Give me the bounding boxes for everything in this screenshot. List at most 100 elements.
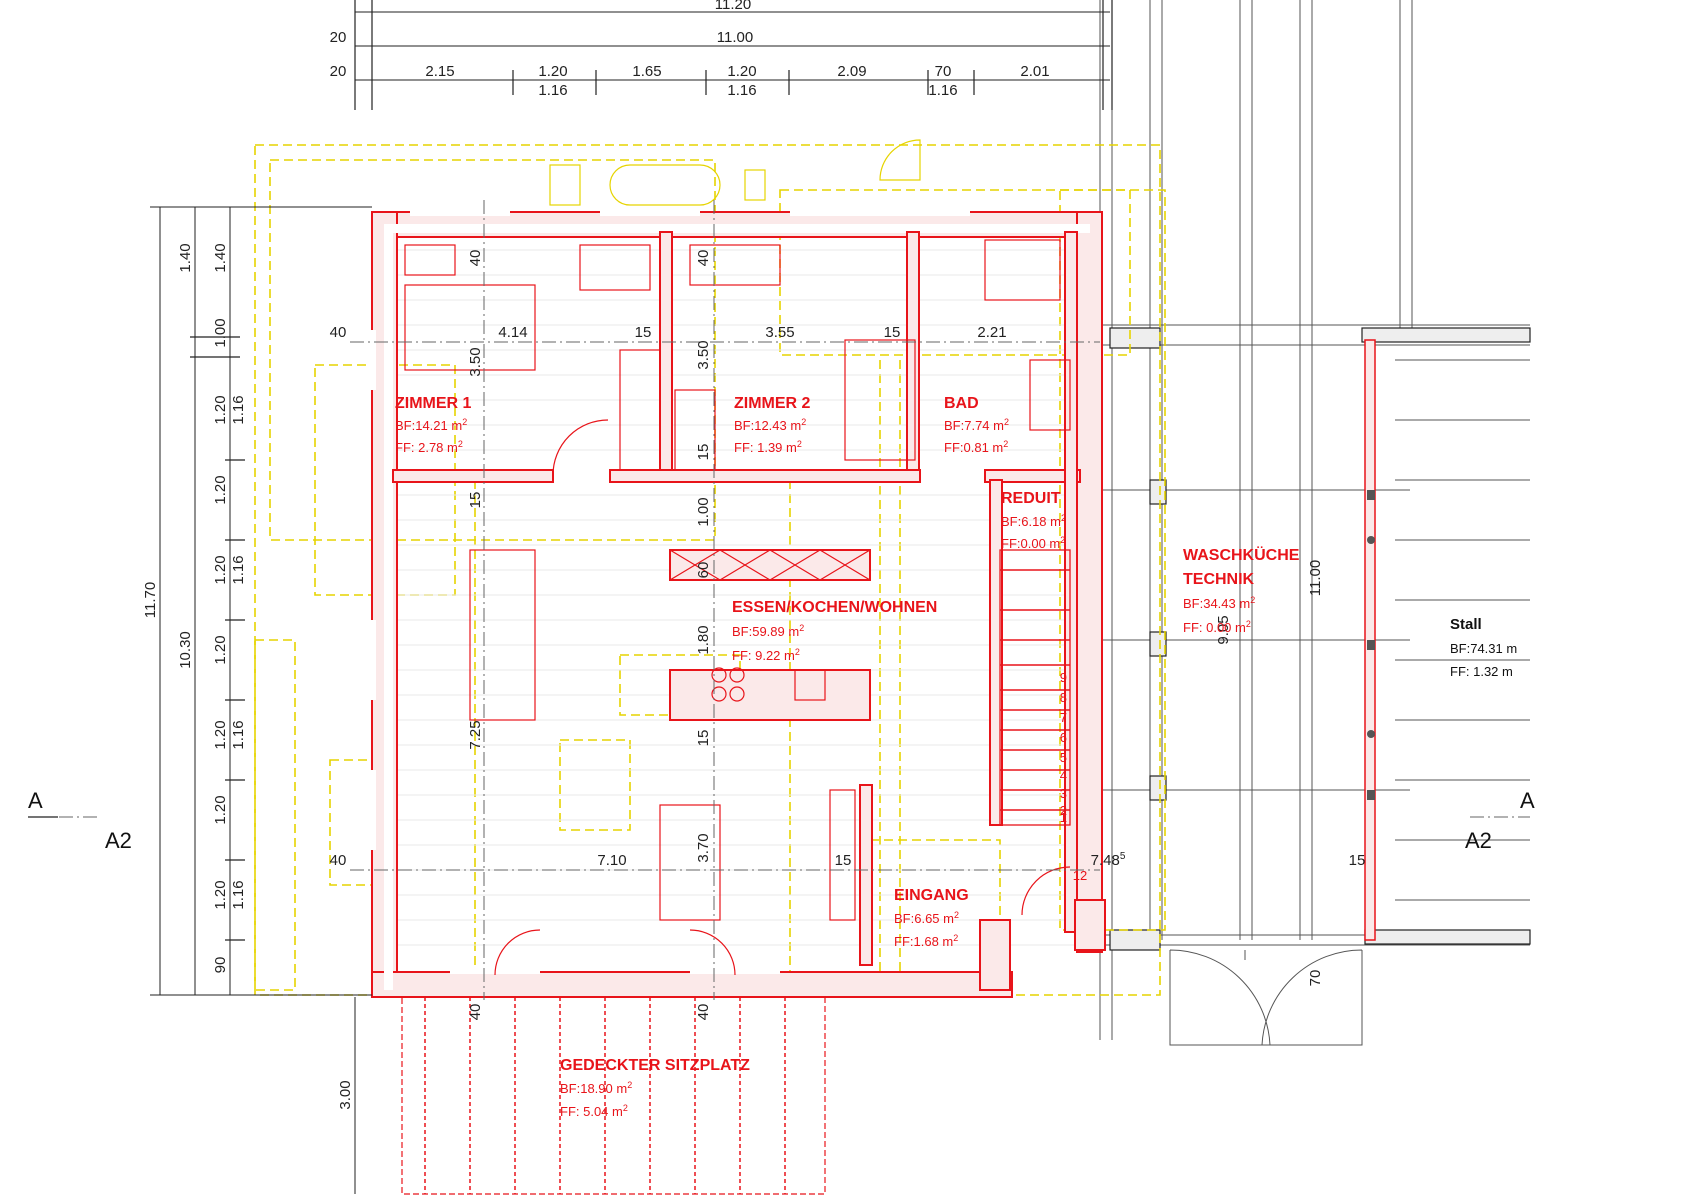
room-ff-zimmer1: FF: 2.78 m2 [395, 439, 463, 455]
room-label-waschkueche: WASCHKÜCHE TECHNIK BF:34.43 m2 FF: 0.00 … [1183, 545, 1300, 635]
dim-wall-15d: 15 [695, 444, 712, 461]
room-bf-bad-sup: 2 [1004, 417, 1009, 427]
dim-zimmer2-width: 3.55 [765, 324, 794, 341]
dim-zimmer2-depth: 3.50 [695, 340, 712, 369]
room-bf-reduit-value: BF:6.18 m [1001, 514, 1061, 529]
dim-v-60: 60 [695, 562, 712, 579]
dim-v-370: 3.70 [695, 833, 712, 862]
dim-col2-1: 1.16 [230, 395, 247, 424]
dim-col1-6: 1.20 [212, 720, 229, 749]
dim-wall-left-bottom: 40 [330, 852, 347, 869]
dim-col-40b: 40 [695, 250, 712, 267]
stair-step-9: 9 [1060, 670, 1067, 685]
room-bf-sitzplatz: BF:18.90 m2 [560, 1080, 632, 1096]
dim-annex-height-905: 9.05 [1215, 615, 1232, 644]
room-ff-essen: FF: 9.22 m2 [732, 647, 800, 663]
room-label-bad: BAD BF:7.74 m2 FF:0.81 m2 [944, 395, 1009, 455]
room-label-eingang: EINGANG BF:6.65 m2 FF:1.68 m2 [894, 887, 969, 949]
dim-col1-8: 1.20 [212, 880, 229, 909]
dim-overall-width: 11.20 [715, 0, 751, 13]
dim-seg-4: 1.20 [727, 63, 756, 80]
stair-step-7: 7 [1060, 710, 1067, 725]
room-name-waschkueche-2: TECHNIK [1183, 571, 1255, 588]
room-bf-waschkueche-value: BF:34.43 m [1183, 596, 1250, 611]
room-bf-zimmer2-sup: 2 [801, 417, 806, 427]
room-ff-eingang-value: FF:1.68 m [894, 934, 953, 949]
dim-annex-height-1100: 11.00 [1307, 560, 1324, 596]
dim-seg-2: 1.20 [538, 63, 567, 80]
staircase: 9 8 7 6 5 4 3 2 1 12 [999, 549, 1087, 883]
dim-zimmer1-width: 4.14 [498, 324, 527, 341]
room-name-bad: BAD [944, 395, 979, 412]
dim-v-180: 1.80 [695, 625, 712, 654]
dim-annex-door-70: 70 [1307, 970, 1324, 987]
room-bf-zimmer2: BF:12.43 m2 [734, 417, 806, 433]
room-bf-eingang: BF:6.65 m2 [894, 910, 959, 926]
dim-wohnen-width: 7.10 [597, 852, 626, 869]
dim-sub-3: 1.16 [928, 82, 957, 99]
room-ff-zimmer1-sup: 2 [458, 439, 463, 449]
room-label-zimmer1: ZIMMER 1 BF:14.21 m2 FF: 2.78 m2 [395, 395, 472, 455]
dim-left-top-a: 1.40 [177, 243, 194, 272]
room-ff-essen-sup: 2 [795, 647, 800, 657]
left-dimension-chains: 11.70 10.30 1.40 1.40 1.00 1.20 1.20 1.2… [142, 206, 372, 996]
stair-step-8: 8 [1060, 690, 1067, 705]
room-ff-bad: FF:0.81 m2 [944, 439, 1008, 455]
room-bf-reduit-sup: 2 [1061, 513, 1066, 523]
room-ff-zimmer2: FF: 1.39 m2 [734, 439, 802, 455]
dim-width-748: 7.485 [1091, 851, 1126, 869]
stair-step-6: 6 [1060, 730, 1067, 745]
room-name-zimmer1: ZIMMER 1 [395, 395, 472, 412]
dim-seg-6: 70 [935, 63, 952, 80]
dim-sub-1: 1.16 [538, 82, 567, 99]
room-bf-bad: BF:7.74 m2 [944, 417, 1009, 433]
room-name-reduit: REDUIT [1001, 490, 1061, 507]
axis-lines [35, 200, 1530, 1000]
dim-col1-3: 1.20 [212, 475, 229, 504]
dim-inner-width: 11.00 [717, 29, 753, 46]
room-ff-essen-value: FF: 9.22 m [732, 648, 795, 663]
dim-v-15e: 15 [695, 730, 712, 747]
dim-bad-width: 2.21 [977, 324, 1006, 341]
room-bf-bad-value: BF:7.74 m [944, 418, 1004, 433]
dim-wall-15c: 15 [467, 492, 484, 509]
existing-building-outline [254, 139, 1166, 996]
room-ff-zimmer2-value: FF: 1.39 m [734, 440, 797, 455]
dim-seg-5: 2.09 [837, 63, 866, 80]
stair-step-1: 1 [1060, 810, 1067, 825]
room-label-essen: ESSEN/KOCHEN/WOHNEN BF:59.89 m2 FF: 9.22… [732, 599, 937, 663]
top-dimension-chains: 11.20 11.00 20 20 2.15 1.20 1.65 1.20 2.… [330, 0, 1113, 110]
room-ff-waschkueche-sup: 2 [1246, 619, 1251, 629]
dim-wall-15a: 15 [635, 324, 652, 341]
dim-width-748-value: 7.48 [1091, 852, 1120, 869]
dim-left-top-b: 1.40 [212, 243, 229, 272]
dim-v-100: 1.00 [695, 497, 712, 526]
room-bf-zimmer1: BF:14.21 m2 [395, 417, 467, 433]
room-name-zimmer2: ZIMMER 2 [734, 395, 811, 412]
dim-width-748-sup: 5 [1120, 851, 1126, 862]
dim-row2-offset: 20 [330, 63, 347, 80]
room-ff-zimmer1-value: FF: 2.78 m [395, 440, 458, 455]
section-label-a-left: A [28, 788, 43, 813]
room-bf-stall: BF:74.31 m [1450, 641, 1517, 656]
annex-dimensions: 11.00 9.05 15 70 [1215, 560, 1365, 987]
dim-col2-3: 1.16 [230, 720, 247, 749]
dim-col2-4: 1.16 [230, 880, 247, 909]
dim-col-40a: 40 [467, 250, 484, 267]
room-bf-zimmer1-value: BF:14.21 m [395, 418, 462, 433]
dim-bottom-40a: 40 [467, 1004, 484, 1021]
dim-col1-1: 1.00 [212, 318, 229, 347]
room-ff-reduit: FF:0.00 m2 [1001, 535, 1065, 551]
dim-col1-4: 1.20 [212, 555, 229, 584]
dim-left-overall: 11.70 [142, 582, 159, 618]
dim-terrace-depth: 3.00 [337, 1080, 354, 1109]
room-ff-waschkueche-value: FF: 0.00 m [1183, 620, 1246, 635]
dim-v-725: 7.25 [467, 720, 484, 749]
room-bf-reduit: BF:6.18 m2 [1001, 513, 1066, 529]
room-bf-eingang-value: BF:6.65 m [894, 911, 954, 926]
section-label-a2-left: A2 [105, 828, 132, 853]
section-label-a-right: A [1520, 788, 1535, 813]
room-name-stall: Stall [1450, 616, 1482, 633]
room-bf-essen: BF:59.89 m2 [732, 623, 804, 639]
